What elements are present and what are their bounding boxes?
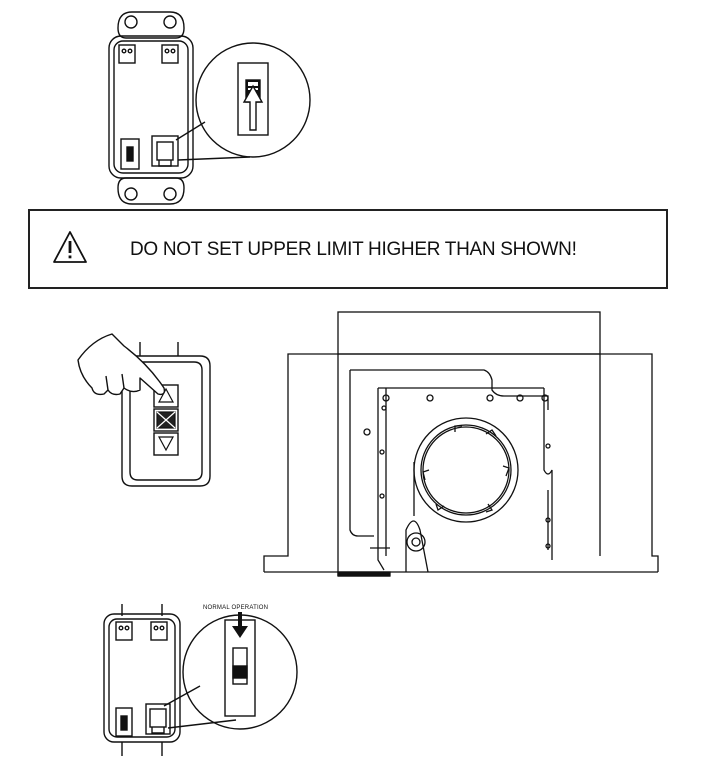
warning-message: DO NOT SET UPPER LIMIT HIGHER THAN SHOWN… — [130, 239, 577, 260]
arrow-up-icon — [242, 84, 264, 131]
normal-operation-label: NORMAL OPERATION — [203, 605, 269, 611]
warning-box: DO NOT SET UPPER LIMIT HIGHER THAN SHOWN… — [28, 209, 668, 289]
warning-triangle-icon — [53, 231, 87, 263]
